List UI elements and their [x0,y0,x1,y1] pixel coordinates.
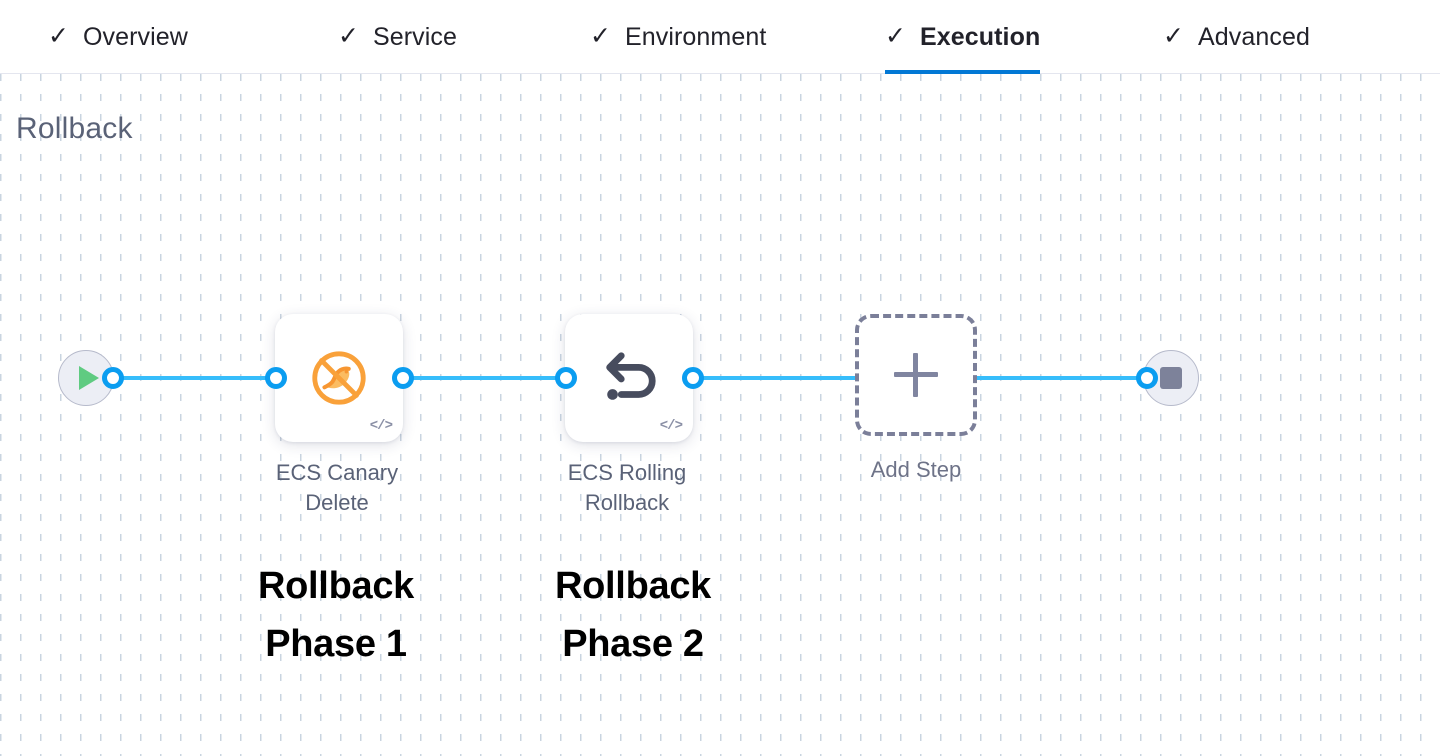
tab-label: Overview [82,22,188,51]
tab-service[interactable]: ✓ Service [338,0,457,74]
check-icon: ✓ [48,21,69,50]
rollback-arrow-icon [606,352,656,400]
annotation-line1: Rollback [555,565,711,607]
annotation-rollback-phase-1: Rollback Phase 1 [186,557,486,673]
add-step-label: Add Step [870,457,962,482]
code-icon[interactable]: </> [659,418,683,434]
tab-label: Service [372,22,458,51]
port-start-out[interactable] [102,367,124,389]
check-icon: ✓ [1163,21,1184,50]
play-icon [78,366,99,390]
tab-advanced[interactable]: ✓ Advanced [1163,0,1310,74]
code-icon[interactable]: </> [369,418,393,434]
annotation-line2: Phase 1 [265,623,407,665]
pipeline-canvas[interactable]: Rollback </> ECS Canary Delete [0,74,1440,756]
tab-overview[interactable]: ✓ Overview [48,0,188,74]
check-icon: ✓ [338,21,359,50]
edge-step1-to-step2 [398,376,573,380]
edge-addstep-to-end [975,376,1150,380]
annotation-line1: Rollback [258,565,414,607]
step-label-line1: ECS Canary [275,460,399,485]
port-step1-in[interactable] [265,367,287,389]
step-label-line2: Delete [305,490,369,515]
tab-label: Execution [919,22,1041,51]
port-step2-in[interactable] [555,367,577,389]
step-node-ecs-canary-delete[interactable]: </> [275,314,403,442]
step-label-line2: Rollback [584,490,670,515]
step-label-ecs-canary-delete: ECS Canary Delete [222,458,452,518]
step-label-ecs-rolling-rollback: ECS Rolling Rollback [512,458,742,518]
wizard-tab-bar: ✓ Overview ✓ Service ✓ Environment ✓ Exe… [0,0,1440,74]
add-step-button[interactable] [855,314,977,436]
step-label-line1: ECS Rolling [567,460,687,485]
annotation-rollback-phase-2: Rollback Phase 2 [483,557,783,673]
tab-environment[interactable]: ✓ Environment [590,0,766,74]
stop-icon [1160,367,1182,389]
port-end-in[interactable] [1136,367,1158,389]
port-step2-out[interactable] [682,367,704,389]
annotation-line2: Phase 2 [562,623,704,665]
check-icon: ✓ [885,21,906,50]
ecs-canary-delete-icon [312,351,366,405]
edge-step2-to-addstep [688,376,863,380]
plus-icon [894,353,938,397]
port-step1-out[interactable] [392,367,414,389]
step-node-ecs-rolling-rollback[interactable]: </> [565,314,693,442]
execution-graph: </> ECS Canary Delete </> ECS Rolling Ro… [0,74,1440,756]
edge-start-to-step1 [110,376,285,380]
tab-label: Advanced [1197,22,1310,51]
canvas-section-title: Rollback [16,112,133,145]
tab-execution[interactable]: ✓ Execution [885,0,1041,74]
tab-label: Environment [624,22,767,51]
check-icon: ✓ [590,21,611,50]
